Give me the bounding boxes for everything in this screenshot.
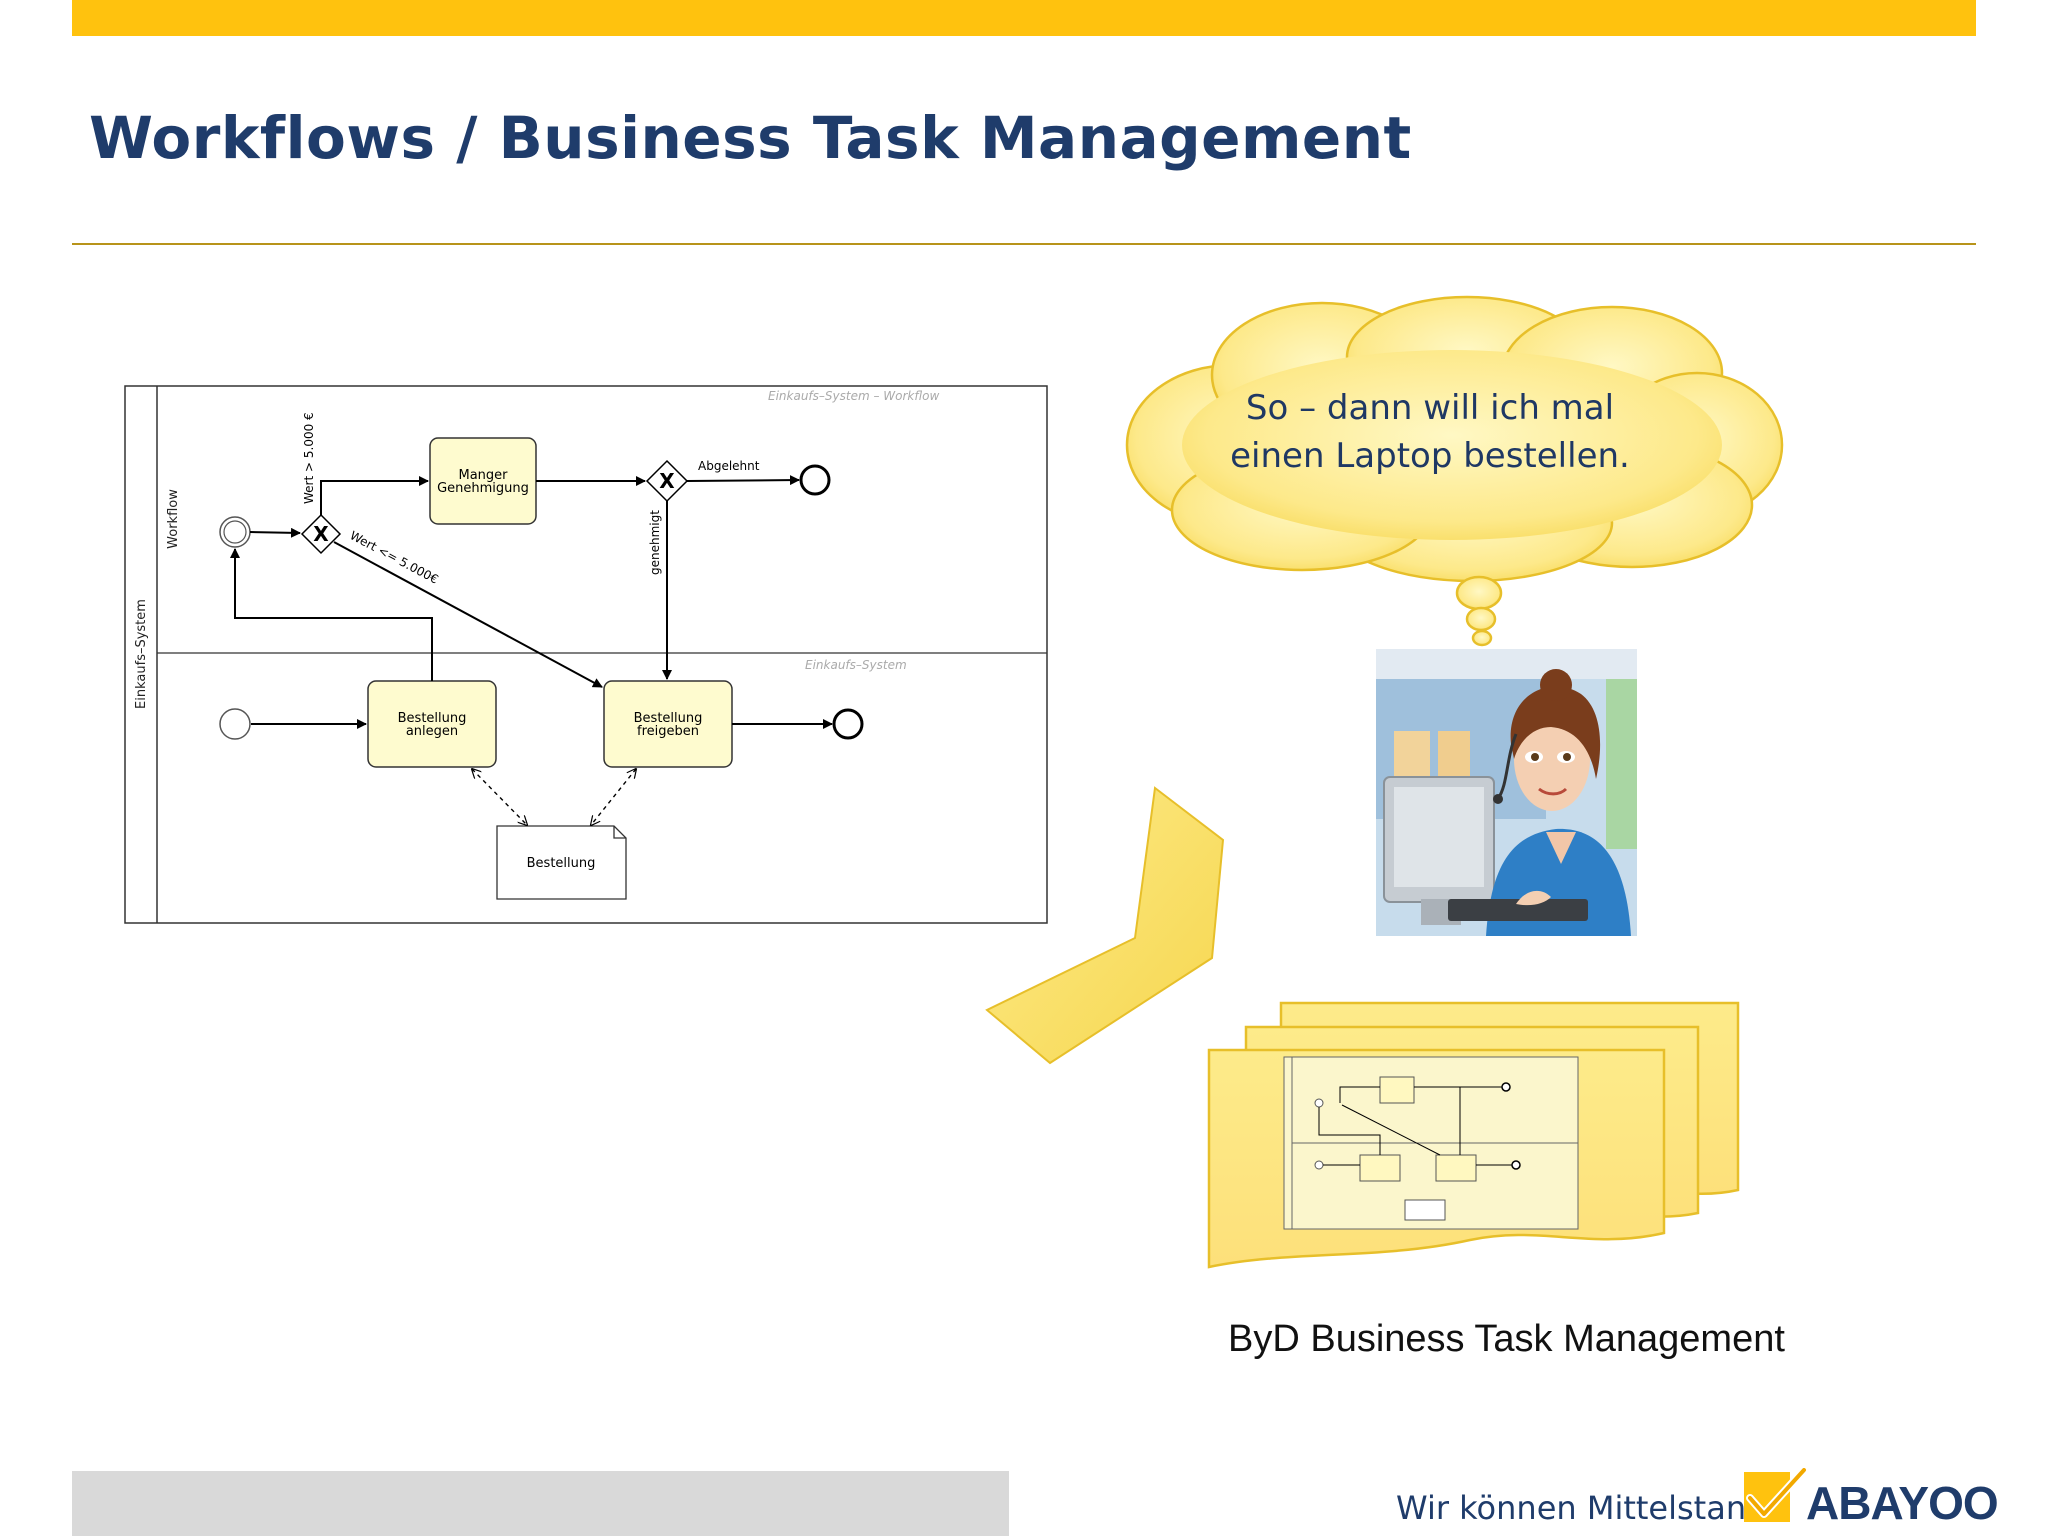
svg-text:X: X bbox=[313, 522, 329, 546]
slide-title: Workflows / Business Task Management bbox=[89, 104, 1412, 172]
pool-label: Einkaufs–System bbox=[134, 599, 149, 709]
end-event-top bbox=[799, 464, 831, 496]
svg-text:Genehmigung: Genehmigung bbox=[437, 481, 529, 496]
svg-text:Manger: Manger bbox=[458, 468, 508, 483]
end-event-bottom bbox=[832, 708, 864, 740]
footer-bar bbox=[72, 1471, 1009, 1536]
brand-logo: ABAYOO bbox=[1806, 1477, 1999, 1529]
thought-line-2: einen Laptop bestellen. bbox=[1230, 436, 1630, 476]
task-release-order: Bestellung freigeben bbox=[603, 680, 733, 768]
title-divider bbox=[72, 243, 1976, 245]
data-object-order: Bestellung bbox=[496, 825, 627, 900]
gateway-approval: X bbox=[645, 459, 689, 503]
mini-diagram-thumbnail bbox=[1283, 1056, 1579, 1230]
task-manager-approval: Manger Genehmigung bbox=[429, 437, 537, 525]
flow-label-over: Wert > 5.000 € bbox=[302, 412, 316, 504]
footer-tagline: Wir können Mittelstand. bbox=[1396, 1489, 1777, 1527]
thought-text: So – dann will ich mal einen Laptop best… bbox=[1180, 384, 1680, 480]
svg-text:X: X bbox=[659, 469, 675, 493]
flow-label-approved: genehmigt bbox=[648, 510, 662, 575]
bpmn-workflow-diagram: Einkaufs–System Workflow Einkaufs–System… bbox=[124, 385, 1048, 924]
svg-text:Bestellung: Bestellung bbox=[398, 711, 467, 726]
operator-avatar-image bbox=[1376, 649, 1637, 936]
svg-text:freigeben: freigeben bbox=[637, 724, 699, 739]
flow-label-rejected: Abgelehnt bbox=[698, 459, 760, 473]
svg-text:anlegen: anlegen bbox=[406, 724, 458, 739]
gateway-value-check: X bbox=[300, 513, 342, 555]
start-event-bottom bbox=[219, 708, 251, 740]
byd-caption: ByD Business Task Management bbox=[1228, 1318, 1785, 1360]
checkmark-logo-icon bbox=[1744, 1468, 1808, 1522]
task-documents-stack bbox=[1207, 1001, 1740, 1269]
thought-line-1: So – dann will ich mal bbox=[1245, 388, 1615, 428]
svg-text:Bestellung: Bestellung bbox=[634, 711, 703, 726]
lane-top-watermark: Einkaufs–System – Workflow bbox=[768, 389, 939, 403]
lane-bottom-watermark: Einkaufs–System bbox=[805, 658, 907, 672]
lane-top-label: Workflow bbox=[166, 489, 181, 549]
top-accent-bar bbox=[72, 0, 1976, 36]
task-create-order: Bestellung anlegen bbox=[367, 680, 497, 768]
svg-text:Bestellung: Bestellung bbox=[527, 856, 596, 871]
flow-arrow-shape bbox=[985, 786, 1225, 1065]
thought-cloud bbox=[1125, 295, 1784, 647]
